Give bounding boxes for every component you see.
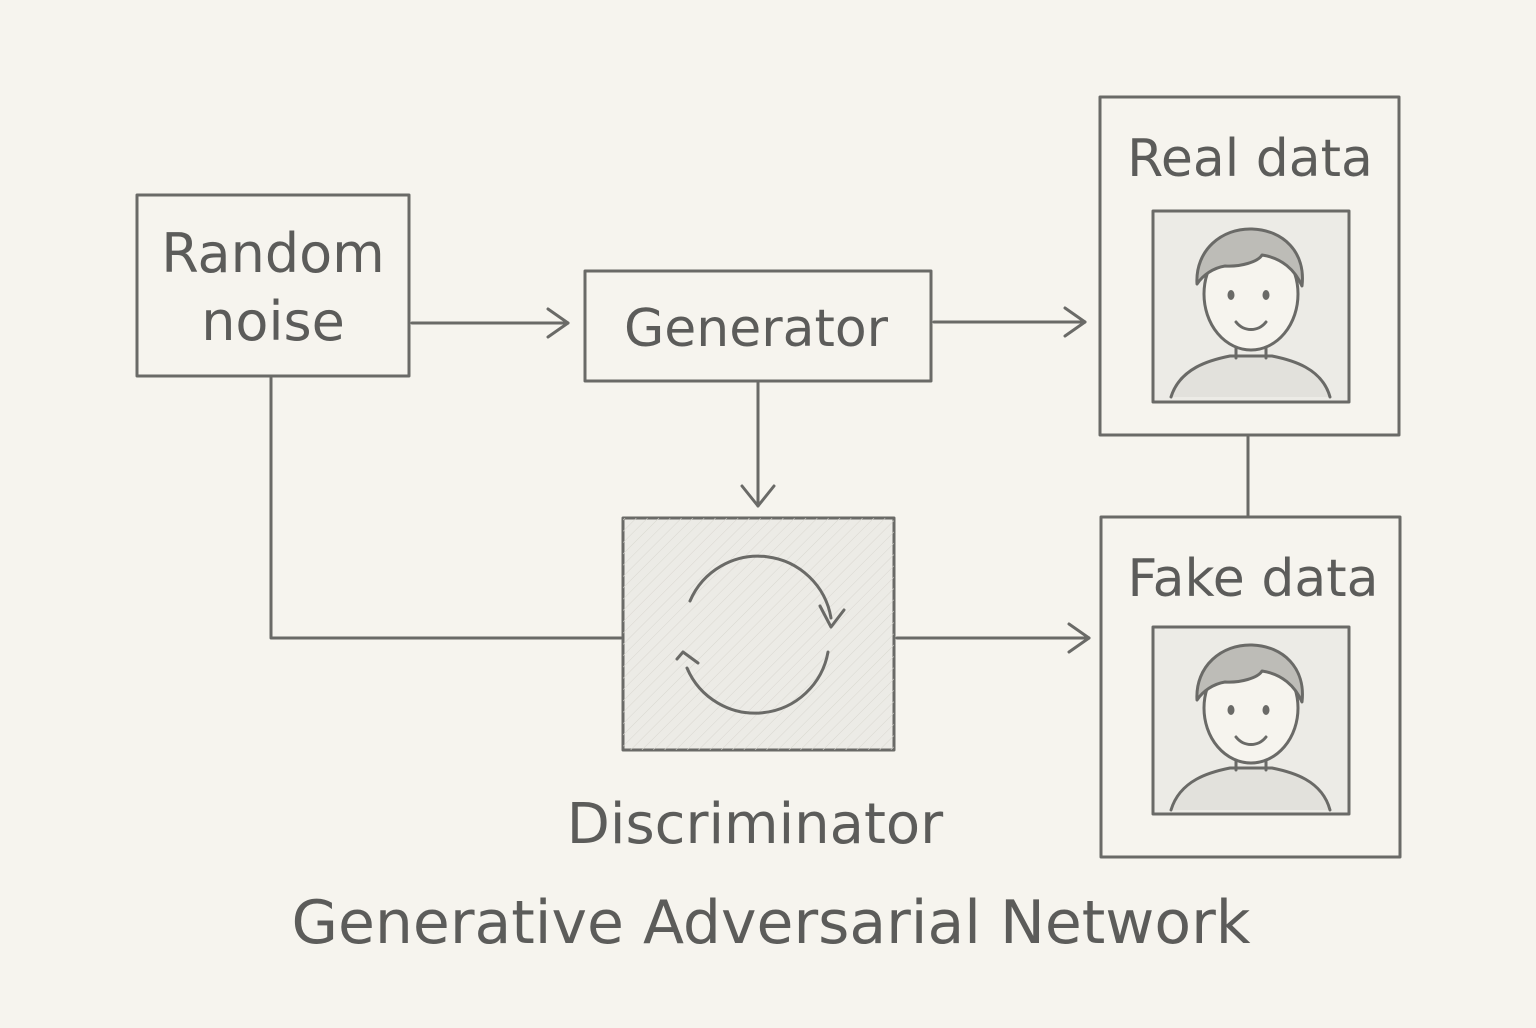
refresh-cycle-icon [675,554,846,715]
arrow-generator-to-real [932,306,1087,338]
generator-box [583,269,933,383]
random-noise-label-line1: Random [161,222,385,285]
random-noise-label-line2: noise [201,290,345,353]
generator-label: Generator [624,299,889,359]
arrow-generator-to-discriminator [740,381,776,508]
fake-data-box [1099,515,1402,859]
fake-portrait-icon [1151,625,1351,816]
arrow-discriminator-to-fake [895,622,1091,654]
real-portrait-icon [1151,209,1351,404]
random-noise-box [135,193,411,378]
fake-data-label: Fake data [1128,549,1379,609]
arrow-noise-to-generator [410,307,570,339]
real-data-label: Real data [1127,129,1373,189]
real-data-box [1098,95,1401,437]
connector-noise-to-discriminator [269,376,623,640]
discriminator-label: Discriminator [567,792,944,857]
diagram-caption: Generative Adversarial Network [291,888,1250,958]
